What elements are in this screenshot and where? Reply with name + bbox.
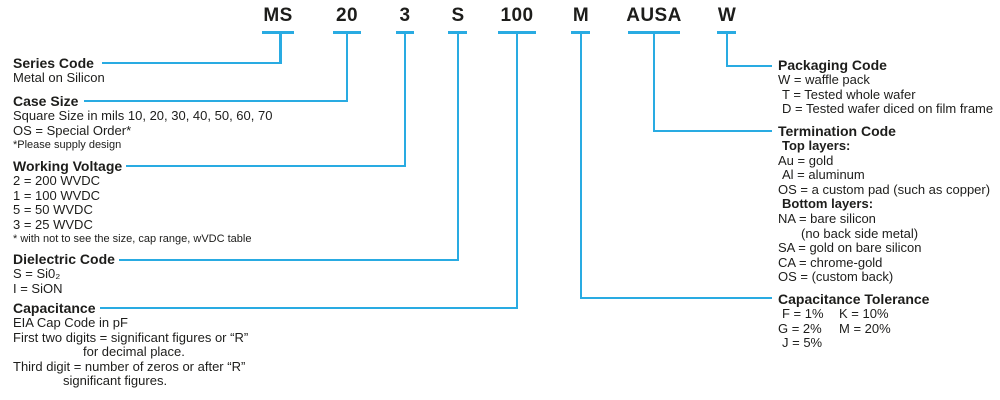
connector-capacitance-vertical <box>515 33 518 309</box>
section-dielectric-code: Dielectric Code S = Si0₂ I = SiON <box>13 251 115 296</box>
part-segment-dielectric: S <box>451 5 465 26</box>
termination-code-line: (no back side metal) <box>801 225 919 241</box>
tolerance-line: G = 2% <box>778 320 822 336</box>
segment-underline <box>498 31 536 34</box>
segment-underline <box>333 31 361 34</box>
part-segment-series: MS <box>263 5 293 26</box>
capacitance-line: EIA Cap Code in pF <box>13 315 128 330</box>
connector-packaging-horizontal <box>725 64 772 67</box>
connector-series-horizontal <box>102 61 282 64</box>
tolerance-line: F = 1% <box>782 306 824 321</box>
termination-code-line: SA = gold on bare silicon <box>778 240 922 256</box>
section-packaging-code: Packaging Code W = waffle pack T = Teste… <box>778 57 993 117</box>
section-capacitance: Capacitance EIA Cap Code in pF First two… <box>13 300 248 389</box>
part-segment-capacitance: 100 <box>500 5 534 26</box>
packaging-code-line: D = Tested wafer diced on film frame <box>782 101 994 117</box>
termination-code-line: CA = chrome-gold <box>778 254 883 270</box>
termination-code-line: Top layers: <box>782 138 851 153</box>
series-code-line: Metal on Silicon <box>13 70 105 85</box>
segment-underline <box>717 31 736 34</box>
connector-termination-horizontal <box>652 129 772 132</box>
connector-tolerance-horizontal <box>579 296 772 299</box>
connector-tolerance-vertical <box>579 33 582 299</box>
case-size-title: Case Size <box>13 93 79 109</box>
working-voltage-line: 5 = 50 WVDC <box>13 202 93 218</box>
segment-underline <box>628 31 680 34</box>
connector-series-vertical <box>279 33 282 64</box>
series-code-title: Series Code <box>13 55 94 71</box>
tolerance-line: K = 10% <box>839 306 889 321</box>
segment-underline <box>448 31 467 34</box>
capacitance-line: significant figures. <box>63 373 168 389</box>
connector-dielectric-horizontal <box>119 258 459 261</box>
connector-voltage-vertical <box>403 33 406 167</box>
case-size-line: OS = Special Order* <box>13 122 132 138</box>
termination-code-line: Au = gold <box>778 152 834 168</box>
dielectric-code-line: I = SiON <box>13 280 63 296</box>
part-segment-case-size: 20 <box>336 5 358 26</box>
working-voltage-line: 2 = 200 WVDC <box>13 173 101 188</box>
capacitance-line: for decimal place. <box>83 344 185 360</box>
connector-packaging-vertical <box>725 33 728 67</box>
capacitance-title: Capacitance <box>13 300 96 316</box>
connector-case-horizontal <box>84 99 348 102</box>
packaging-code-title: Packaging Code <box>778 57 887 73</box>
termination-code-line: OS = a custom pad (such as copper) <box>778 181 991 197</box>
tolerance-column-2: K = 10% M = 20% <box>839 306 891 351</box>
section-working-voltage: Working Voltage 2 = 200 WVDC 1 = 100 WVD… <box>13 158 251 246</box>
dielectric-code-line: S = Si0₂ <box>13 266 61 281</box>
termination-code-line: Al = aluminum <box>782 167 865 183</box>
segment-underline <box>262 31 294 34</box>
packaging-code-line: W = waffle pack <box>778 72 870 87</box>
section-case-size: Case Size Square Size in mils 10, 20, 30… <box>13 93 272 152</box>
working-voltage-note: * with not to see the size, cap range, w… <box>13 233 252 246</box>
working-voltage-title: Working Voltage <box>13 158 123 174</box>
connector-termination-vertical <box>652 33 655 132</box>
termination-code-title: Termination Code <box>778 123 896 139</box>
termination-code-line: NA = bare silicon <box>778 210 876 226</box>
termination-code-line: Bottom layers: <box>782 196 874 212</box>
case-size-note: *Please supply design <box>13 139 122 152</box>
connector-capacitance-horizontal <box>100 306 518 309</box>
connector-case-vertical <box>345 33 348 102</box>
capacitance-tolerance-title: Capacitance Tolerance <box>778 291 930 307</box>
section-termination-code: Termination Code Top layers: Au = gold A… <box>778 123 990 285</box>
tolerance-column-1: F = 1% G = 2% J = 5% <box>778 306 839 351</box>
capacitance-line: Third digit = number of zeros or after “… <box>13 358 246 374</box>
connector-dielectric-vertical <box>456 33 459 261</box>
part-segment-packaging: W <box>717 5 737 26</box>
tolerance-line: M = 20% <box>839 320 891 336</box>
part-segment-voltage: 3 <box>399 5 411 26</box>
part-segment-tolerance: M <box>572 5 590 26</box>
section-series-code: Series Code Metal on Silicon <box>13 55 105 86</box>
working-voltage-line: 3 = 25 WVDC <box>13 216 93 232</box>
section-capacitance-tolerance: Capacitance Tolerance F = 1% G = 2% J = … <box>778 291 929 351</box>
capacitance-line: First two digits = significant figures o… <box>13 329 249 345</box>
connector-voltage-horizontal <box>126 164 406 167</box>
working-voltage-line: 1 = 100 WVDC <box>13 187 101 203</box>
packaging-code-line: T = Tested whole wafer <box>782 86 916 102</box>
dielectric-code-title: Dielectric Code <box>13 251 115 267</box>
case-size-line: Square Size in mils 10, 20, 30, 40, 50, … <box>13 108 273 123</box>
tolerance-line: J = 5% <box>782 335 823 351</box>
segment-underline <box>571 31 590 34</box>
part-segment-termination: AUSA <box>626 5 682 26</box>
segment-underline <box>396 31 414 34</box>
termination-code-line: OS = (custom back) <box>778 269 894 285</box>
